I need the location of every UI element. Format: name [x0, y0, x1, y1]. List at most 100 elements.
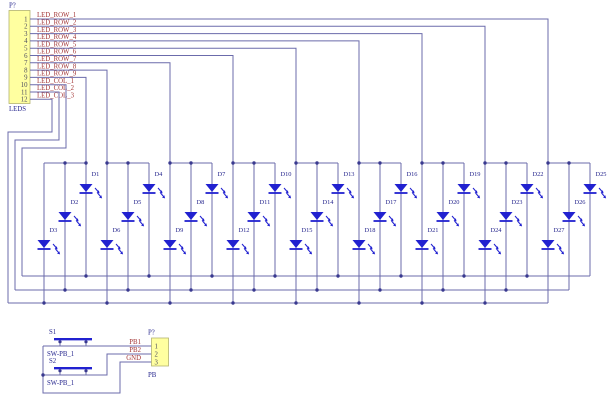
- led-component[interactable]: D14: [310, 199, 335, 227]
- junction-dot: [504, 161, 508, 165]
- junction-dot: [189, 288, 193, 292]
- net-label: LED_COL_1: [37, 78, 74, 85]
- junction-dot: [126, 288, 130, 292]
- led-emission-arrowhead: [204, 223, 208, 227]
- led-emission-arrowhead: [432, 246, 436, 250]
- junction-dot: [84, 161, 88, 165]
- led-emission-arrowhead: [120, 251, 124, 255]
- led-component[interactable]: D4: [142, 171, 166, 199]
- led-emission-arrowhead: [498, 251, 502, 255]
- led-emission-arrowhead: [579, 218, 583, 222]
- led-component[interactable]: D20: [436, 199, 460, 227]
- led-designator: D18: [365, 227, 376, 234]
- junction-dot: [441, 161, 445, 165]
- pin-number: 1: [155, 343, 158, 350]
- led-component[interactable]: D12: [226, 227, 250, 255]
- led-component[interactable]: D24: [478, 227, 503, 255]
- led-component[interactable]: D16: [394, 171, 418, 199]
- led-emission-arrowhead: [222, 190, 226, 194]
- net-label: LED_ROW_1: [37, 12, 76, 19]
- led-component[interactable]: D21: [415, 227, 439, 255]
- led-triangle: [184, 212, 198, 220]
- pin-number: 12: [21, 97, 28, 104]
- led-component[interactable]: D26: [562, 199, 586, 227]
- junction-dot: [105, 161, 109, 165]
- led-emission-arrowhead: [540, 195, 544, 199]
- led-emission-arrowhead: [348, 190, 352, 194]
- led-designator: D27: [554, 227, 566, 234]
- led-emission-arrowhead: [159, 190, 163, 194]
- led-component[interactable]: D22: [520, 171, 544, 199]
- pin-number: 5: [24, 46, 28, 53]
- led-component[interactable]: D8: [184, 199, 208, 227]
- led-triangle: [142, 184, 156, 192]
- led-designator: D7: [218, 171, 227, 178]
- led-designator: D10: [281, 171, 292, 178]
- wire-LED_ROW_6: [30, 55, 234, 163]
- led-triangle: [520, 184, 534, 192]
- junction-dot: [252, 288, 256, 292]
- led-component[interactable]: D9: [163, 227, 187, 255]
- led-component[interactable]: D5: [121, 199, 145, 227]
- pin-number: 1: [24, 16, 27, 23]
- led-emission-arrowhead: [306, 246, 310, 250]
- led-emission-arrowhead: [582, 223, 586, 227]
- led-emission-arrowhead: [330, 223, 334, 227]
- led-designator: D5: [134, 199, 142, 206]
- wire-LED_ROW_4: [30, 40, 360, 163]
- pin-number: 9: [24, 75, 28, 82]
- led-triangle: [79, 184, 93, 192]
- junction-dot: [420, 301, 424, 305]
- led-component[interactable]: D13: [331, 171, 355, 199]
- led-component[interactable]: D23: [499, 199, 523, 227]
- junction-dot: [567, 161, 571, 165]
- led-emission-arrowhead: [138, 218, 142, 222]
- led-designator: D24: [491, 227, 503, 234]
- led-component[interactable]: D3: [37, 227, 61, 255]
- junction-dot: [420, 161, 424, 165]
- net-label: LED_ROW_7: [37, 56, 77, 63]
- led-component[interactable]: D11: [247, 199, 271, 227]
- junction-dot: [525, 274, 529, 278]
- led-component[interactable]: D10: [268, 171, 292, 199]
- wire-LED_ROW_9: [30, 76, 87, 163]
- led-component[interactable]: D1: [79, 171, 103, 199]
- led-triangle: [121, 212, 135, 220]
- led-component[interactable]: D15: [289, 227, 313, 255]
- wire-LED_ROW_5: [30, 47, 297, 163]
- connector-leds[interactable]: P?LEDS1LED_ROW_12LED_ROW_23LED_ROW_34LED…: [8, 3, 77, 114]
- connector-name: LEDS: [9, 106, 26, 113]
- led-component[interactable]: D6: [100, 227, 124, 255]
- led-component[interactable]: D17: [373, 199, 398, 227]
- led-emission-arrowhead: [393, 223, 397, 227]
- net-label: GND: [126, 355, 141, 362]
- led-triangle: [247, 212, 261, 220]
- led-component[interactable]: D27: [541, 227, 566, 255]
- led-component[interactable]: D25: [583, 171, 607, 199]
- junction-dot: [483, 301, 487, 305]
- led-component[interactable]: D18: [352, 227, 376, 255]
- pin-number: 3: [24, 31, 28, 38]
- led-emission-arrowhead: [78, 223, 82, 227]
- led-emission-arrowhead: [183, 251, 187, 255]
- wire-LED_COL_1: [21, 84, 67, 276]
- led-designator: D15: [302, 227, 313, 234]
- junction-dot: [546, 161, 550, 165]
- led-emission-arrowhead: [288, 195, 292, 199]
- led-component[interactable]: D19: [457, 171, 481, 199]
- led-component[interactable]: D7: [205, 171, 229, 199]
- wire-LED_ROW_3: [30, 33, 423, 163]
- led-triangle: [583, 184, 597, 192]
- net-label: LED_ROW_5: [37, 41, 77, 48]
- led-component[interactable]: D2: [58, 199, 82, 227]
